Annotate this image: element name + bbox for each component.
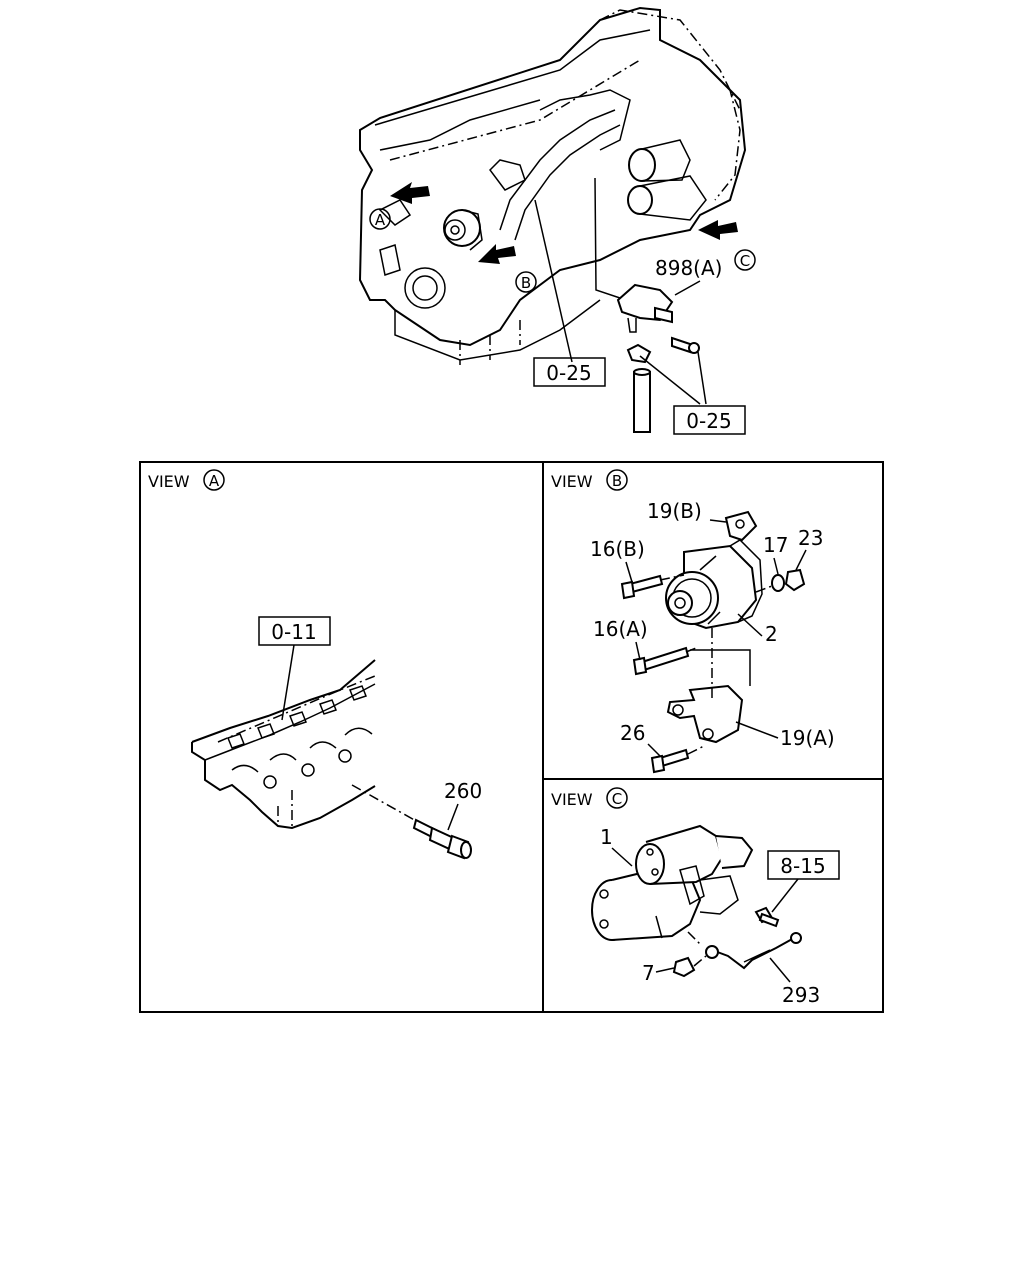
starter-motor-drawing: [591, 824, 802, 978]
overview-view-marker-c[interactable]: C: [734, 249, 756, 271]
cylinder-head-drawing: [191, 659, 376, 830]
svg-text:C: C: [740, 252, 750, 270]
view-b-title: VIEW B: [551, 469, 628, 491]
callout-17[interactable]: 17: [763, 533, 788, 557]
alternator-drawing: [620, 510, 806, 774]
svg-text:VIEW: VIEW: [551, 472, 593, 491]
svg-text:B: B: [612, 472, 622, 490]
svg-text:8-15: 8-15: [780, 854, 825, 878]
callout-19a[interactable]: 19(A): [780, 726, 835, 750]
engine-overview: [358, 6, 747, 433]
view-a-arrow: [390, 182, 430, 204]
callout-293[interactable]: 293: [782, 983, 820, 1007]
callout-ref-025-b[interactable]: 0-25: [673, 405, 746, 435]
callout-898a[interactable]: 898(A): [655, 256, 722, 280]
svg-text:C: C: [612, 790, 622, 808]
svg-text:A: A: [375, 211, 386, 229]
temperature-sensor-drawing: [351, 784, 472, 860]
detail-frames: [139, 461, 884, 1013]
callout-2[interactable]: 2: [765, 622, 778, 646]
svg-text:0-11: 0-11: [271, 620, 316, 644]
callout-23[interactable]: 23: [798, 526, 823, 550]
view-a-title: VIEW A: [148, 469, 225, 491]
view-a-panel: VIEW A: [148, 469, 482, 860]
view-c-title: VIEW C: [551, 787, 628, 809]
callout-16b[interactable]: 16(B): [590, 537, 645, 561]
svg-text:0-25: 0-25: [686, 409, 731, 433]
callout-ref-011[interactable]: 0-11: [258, 616, 331, 646]
view-b-panel: VIEW B: [551, 469, 835, 774]
callout-26[interactable]: 26: [620, 721, 645, 745]
svg-text:VIEW: VIEW: [148, 472, 190, 491]
callout-ref-025-a[interactable]: 0-25: [533, 357, 606, 387]
view-c-panel: VIEW C: [551, 787, 840, 1007]
callout-19b[interactable]: 19(B): [647, 499, 702, 523]
overview-view-marker-b[interactable]: B: [515, 271, 537, 293]
view-c-arrow: [698, 220, 738, 240]
callout-7[interactable]: 7: [642, 961, 655, 985]
callout-1[interactable]: 1: [600, 825, 613, 849]
callout-ref-815[interactable]: 8-15: [767, 850, 840, 880]
view-b-arrow: [478, 244, 516, 264]
overview-view-marker-a[interactable]: A: [369, 208, 391, 230]
svg-text:A: A: [209, 472, 220, 490]
svg-text:0-25: 0-25: [546, 361, 591, 385]
callout-16a[interactable]: 16(A): [593, 617, 648, 641]
svg-text:VIEW: VIEW: [551, 790, 593, 809]
svg-text:B: B: [521, 274, 531, 292]
callout-260[interactable]: 260: [444, 779, 482, 803]
